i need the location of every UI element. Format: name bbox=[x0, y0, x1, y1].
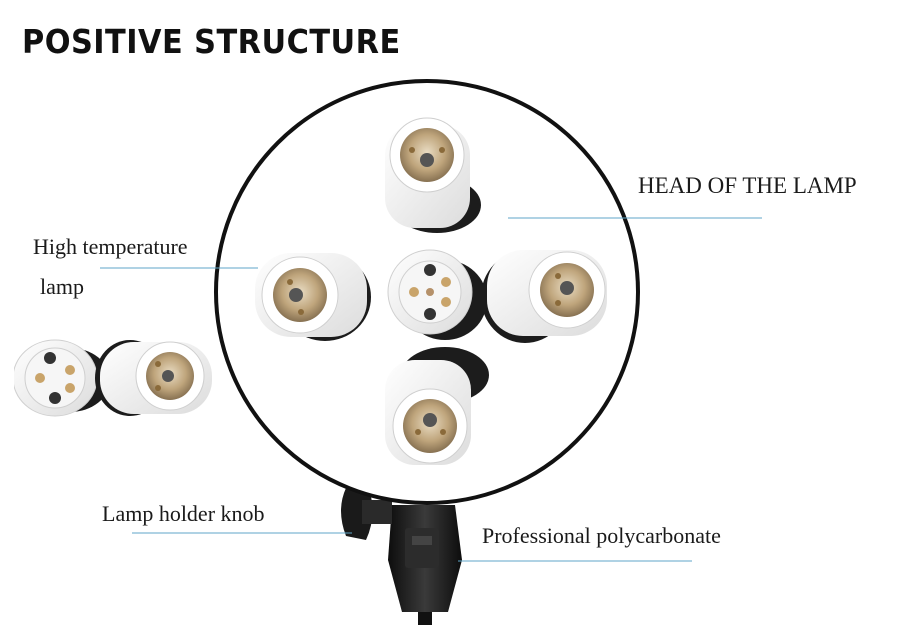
label-high-temperature-line1: High temperature bbox=[33, 234, 188, 259]
lamp-holder-knob bbox=[341, 486, 392, 540]
label-lamp-holder-knob: Lamp holder knob bbox=[102, 501, 265, 526]
label-high-temperature-line2: lamp bbox=[40, 274, 84, 299]
label-head-of-lamp: HEAD OF THE LAMP bbox=[638, 173, 857, 198]
socket-right bbox=[481, 250, 607, 343]
leader-lines bbox=[100, 217, 762, 562]
loose-socket-side bbox=[95, 340, 212, 416]
socket-left bbox=[255, 253, 371, 341]
mount-bracket bbox=[388, 505, 462, 625]
socket-center bbox=[387, 249, 487, 340]
page-title: POSITIVE STRUCTURE bbox=[22, 22, 401, 61]
socket-bottom bbox=[385, 347, 489, 465]
label-polycarbonate: Professional polycarbonate bbox=[482, 523, 721, 548]
loose-socket-front bbox=[0, 339, 110, 417]
socket-top bbox=[385, 117, 481, 233]
